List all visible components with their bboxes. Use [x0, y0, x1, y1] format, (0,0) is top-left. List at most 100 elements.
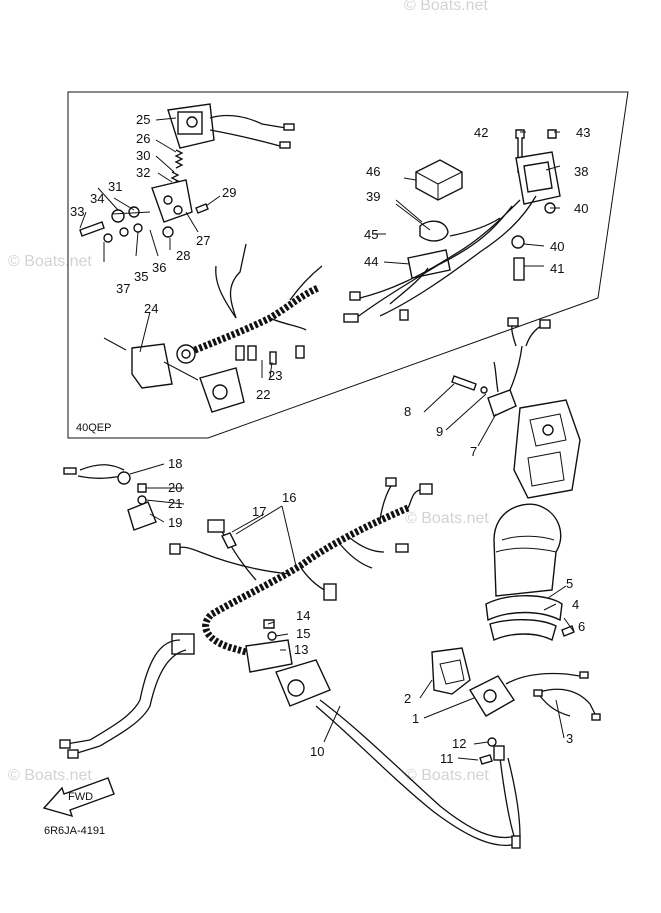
callout-37: 37	[116, 281, 130, 296]
washer-part	[133, 223, 143, 233]
connector-part	[235, 345, 245, 361]
bolt-part	[561, 625, 575, 637]
callout-40-lower: 40	[550, 239, 564, 254]
callout-34: 34	[90, 191, 104, 206]
callout-8: 8	[404, 404, 411, 419]
connector-part	[507, 317, 519, 327]
callout-26: 26	[136, 131, 150, 146]
callout-7: 7	[470, 444, 477, 459]
connector-part	[533, 689, 543, 697]
figure-code: 6R6JA-4191	[44, 825, 105, 837]
connector-part	[207, 519, 225, 533]
plate-part	[127, 501, 157, 531]
spring-part	[174, 149, 184, 169]
callout-23: 23	[268, 368, 282, 383]
connector-part	[511, 835, 521, 849]
inset-frame	[67, 91, 629, 439]
band-part	[489, 619, 557, 642]
plate-part	[131, 343, 173, 389]
callout-5: 5	[566, 576, 573, 591]
inset-wire	[379, 195, 537, 317]
callout-1: 1	[412, 711, 419, 726]
main-harness-part	[202, 504, 410, 660]
callout-43: 43	[576, 125, 590, 140]
remote-cable-part	[99, 649, 187, 747]
clamp-part	[245, 639, 293, 673]
lower-wire	[539, 695, 571, 717]
lower-wire	[339, 543, 373, 569]
watermark: © Boats.net	[8, 767, 92, 784]
connector-part	[493, 745, 505, 761]
connector-part	[67, 749, 79, 759]
callout-16: 16	[282, 490, 296, 505]
callout-20: 20	[168, 480, 182, 495]
washer-part	[487, 737, 497, 747]
watermark: © Boats.net	[405, 767, 489, 784]
cdi-unit-part	[515, 151, 561, 205]
callout-6: 6	[578, 619, 585, 634]
fwd-arrow-icon: FWD	[42, 777, 115, 818]
relay-bracket-part	[167, 103, 295, 149]
watermark: © Boats.net	[8, 253, 92, 270]
bolt-part	[137, 483, 147, 493]
lower-wire	[505, 672, 581, 685]
callout-39: 39	[366, 189, 380, 204]
connector-part	[349, 291, 361, 301]
callout-29: 29	[222, 185, 236, 200]
callout-30: 30	[136, 148, 150, 163]
callout-3: 3	[566, 731, 573, 746]
washer-part	[119, 227, 129, 237]
callout-25: 25	[136, 112, 150, 127]
remote-cable-part	[499, 757, 515, 837]
callout-13: 13	[294, 642, 308, 657]
callouts: 1 2 3 4 5 6 7 8 9 10 11 12 13 14 15 16 1…	[70, 112, 590, 766]
callout-19: 19	[168, 515, 182, 530]
bolt-part	[451, 375, 477, 391]
relay-part	[487, 389, 517, 417]
connector-part	[63, 467, 77, 475]
connector-part	[539, 319, 551, 329]
lanyard-wire-part	[77, 475, 123, 479]
callout-12: 12	[452, 736, 466, 751]
grommet-part	[511, 235, 525, 249]
inset-wire	[449, 217, 501, 237]
connector-part	[269, 351, 277, 365]
inset-code: 40QEP	[76, 422, 111, 434]
callout-40-upper: 40	[574, 201, 588, 216]
lanyard-wire-part	[79, 464, 125, 471]
callout-21: 21	[168, 496, 182, 511]
callout-22: 22	[256, 387, 270, 402]
boot-part	[431, 647, 471, 695]
callout-27: 27	[196, 233, 210, 248]
callout-45: 45	[364, 227, 378, 242]
leader-lines	[79, 117, 575, 761]
connector-part	[247, 345, 257, 361]
inset-wire	[289, 265, 323, 301]
callout-38: 38	[574, 164, 588, 179]
connector-part	[59, 739, 71, 749]
connector-part	[169, 543, 181, 555]
washer-part	[137, 495, 147, 505]
connector-part	[399, 309, 409, 321]
callout-11: 11	[440, 751, 454, 766]
watermark: © Boats.net	[405, 510, 489, 527]
inset-wire	[359, 199, 521, 299]
lower-wire	[349, 537, 385, 553]
bolt-part	[479, 754, 493, 765]
washer-part	[128, 206, 140, 218]
callout-2: 2	[404, 691, 411, 706]
remote-cable-part	[89, 639, 181, 741]
callout-36: 36	[152, 260, 166, 275]
callout-46: 46	[366, 164, 380, 179]
connector-part	[579, 671, 589, 679]
rectifier-part	[415, 159, 463, 201]
washer-part	[111, 209, 125, 223]
connector-part	[181, 349, 191, 359]
switch-connector-part	[171, 633, 331, 707]
remote-cable-part	[507, 757, 521, 837]
lower-wire	[175, 546, 291, 575]
callout-14: 14	[296, 608, 310, 623]
connector-part	[419, 483, 433, 495]
callout-17: 17	[252, 504, 266, 519]
